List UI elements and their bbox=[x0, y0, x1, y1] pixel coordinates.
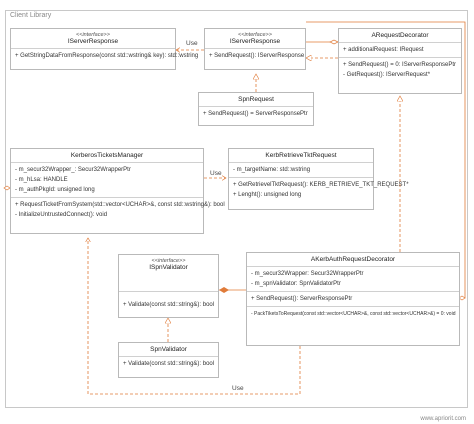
method-row: - GetRequest(): IServerRequest* bbox=[343, 72, 431, 78]
class-name: ARequestDecorator bbox=[371, 32, 429, 39]
stereotype-label: <<interface>> bbox=[151, 258, 186, 264]
class-name: IServerResponse bbox=[67, 38, 119, 45]
class-name: IServerResponse bbox=[229, 38, 281, 45]
class-name: SpnValidator bbox=[150, 346, 187, 353]
class-kerberosticketsmanager[interactable]: KerberosTicketsManager - m_secur32Wrappe… bbox=[10, 148, 225, 234]
class-name: KerberosTicketsManager bbox=[70, 152, 144, 159]
class-name: KerbRetrieveTktRequest bbox=[265, 152, 337, 159]
attribute-row: - m_secur32Wrapper: Secur32WrapperPtr bbox=[251, 271, 364, 277]
client-library-package bbox=[5, 10, 468, 408]
attribute-row: - m_hLsa: HANDLE bbox=[15, 177, 68, 183]
edge-label-use: Use bbox=[232, 385, 244, 392]
stereotype-label: <<interface>> bbox=[76, 32, 110, 38]
class-spnrequest[interactable]: SpnRequest + SendRequest() = ServerRespo… bbox=[198, 92, 314, 126]
attribute-row: - m_secur32Wrapper_: Secur32WrapperPtr bbox=[15, 167, 131, 173]
method-row: + SendRequest() = ServerResponsePtr bbox=[203, 111, 308, 117]
class-kerbretrievetktrequest[interactable]: KerbRetrieveTktRequest - m_targetName: s… bbox=[228, 148, 409, 210]
edge-label-use: Use bbox=[186, 40, 198, 47]
class-name: ISpnValidator bbox=[149, 264, 188, 271]
attribute-row: - m_targetName: std::wstring bbox=[233, 167, 311, 173]
method-row: + GetStringDataFromResponse(const std::w… bbox=[15, 53, 199, 59]
method-row: - InitializeUntrustedConnect(): void bbox=[15, 212, 108, 218]
class-spnvalidator[interactable]: SpnValidator + Validate(const std::strin… bbox=[118, 342, 219, 378]
method-row: + SendRequest(): IServerResponse bbox=[209, 53, 305, 59]
method-row: + GetRetrievelTktRequest(): KERB_RETRIEV… bbox=[233, 182, 409, 188]
watermark: www.apriorit.com bbox=[420, 416, 466, 422]
stereotype-label: <<interface>> bbox=[238, 32, 272, 38]
method-row: + Validate(const std::string&): bool bbox=[123, 361, 215, 367]
attribute-row: - m_spnValidator: SpnValidatorPtr bbox=[251, 281, 341, 287]
package-label: Client Library bbox=[10, 12, 52, 19]
method-row: + Validate(const std::string&): bool bbox=[123, 302, 215, 308]
class-arequestdecorator[interactable]: ARequestDecorator + additionalRequest: I… bbox=[338, 28, 462, 94]
attribute-row: + additionalRequest: IRequest bbox=[343, 47, 424, 53]
method-row: + Lenght(): unsigned long bbox=[233, 192, 302, 198]
class-name: SpnRequest bbox=[238, 96, 274, 103]
edge-label-use: Use bbox=[210, 170, 222, 177]
class-iserverresponse-mid[interactable]: <<interface>> IServerResponse + SendRequ… bbox=[204, 28, 306, 70]
method-row: + SendRequest(): ServerResponsePtr bbox=[251, 296, 353, 302]
class-name: AKerbAuthRequestDecorator bbox=[310, 256, 396, 263]
class-iserverresponse-left[interactable]: <<interface>> IServerResponse + GetStrin… bbox=[10, 28, 199, 70]
class-ispnvalidator[interactable]: <<interface>> ISpnValidator + Validate(c… bbox=[118, 254, 219, 318]
class-akerbauthrequestdecorator[interactable]: AKerbAuthRequestDecorator - m_secur32Wra… bbox=[246, 252, 460, 346]
attribute-row: - m_authPkgId: unsigned long bbox=[15, 187, 95, 193]
method-row: - PackTiketsToRequest(const std::vector<… bbox=[251, 311, 456, 317]
method-row: + RequestTicketFromSystem(std::vector<UC… bbox=[15, 202, 225, 208]
method-row: + SendRequest() = 0: IServerResponsePtr bbox=[343, 62, 457, 68]
